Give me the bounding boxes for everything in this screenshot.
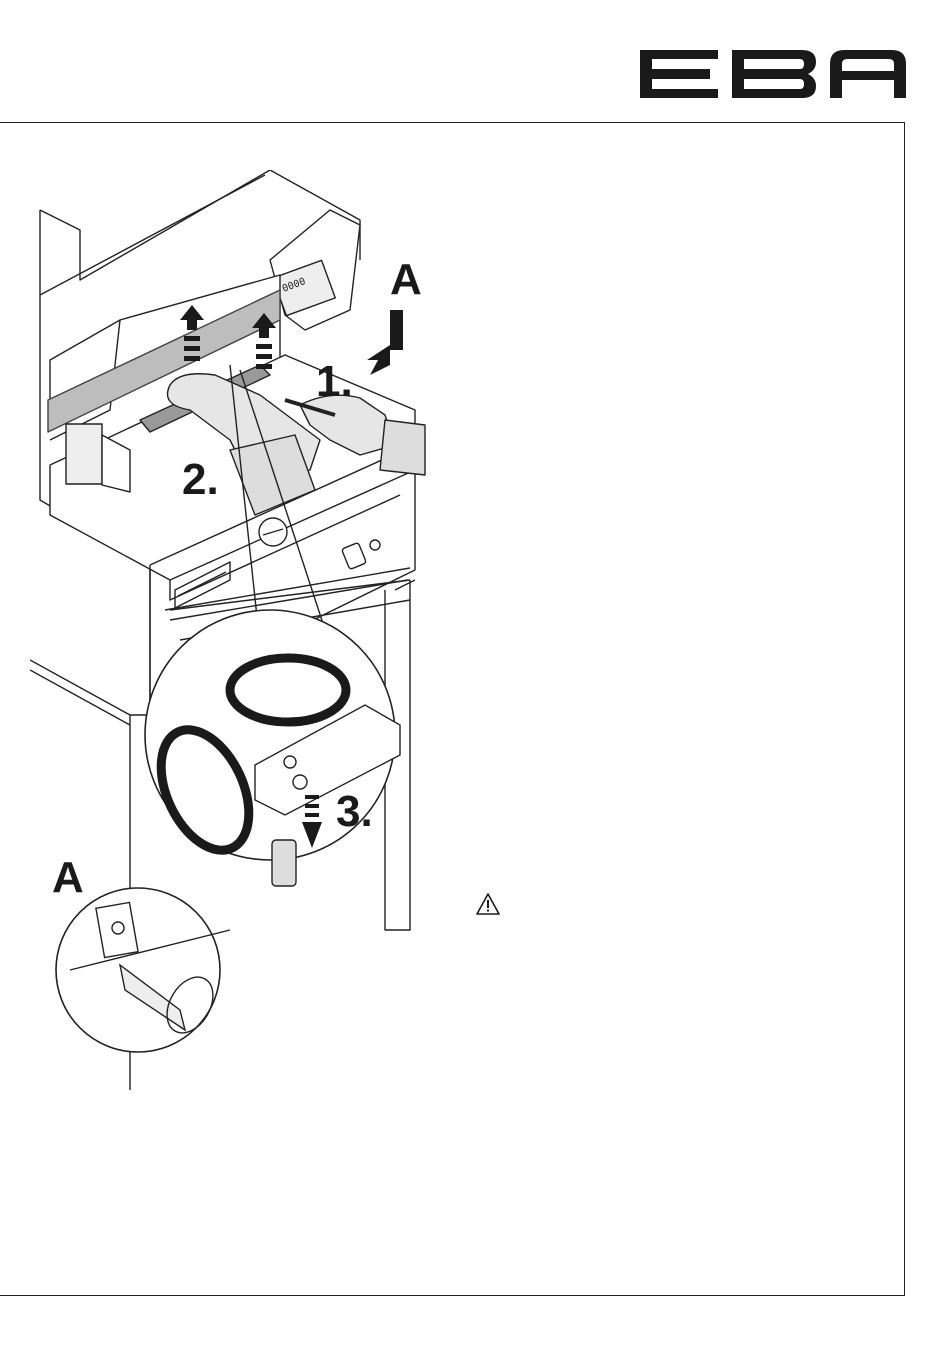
step-2-label: 2.: [182, 458, 219, 502]
step-3-label: 3.: [336, 790, 373, 834]
callout-a-bottom: A: [52, 856, 84, 900]
eba-logo: [640, 50, 906, 98]
step-1-label: 1.: [316, 360, 353, 404]
warning-triangle-icon: [476, 893, 500, 915]
callout-a-top: A: [390, 258, 422, 302]
machine-illustration: [30, 170, 430, 1090]
